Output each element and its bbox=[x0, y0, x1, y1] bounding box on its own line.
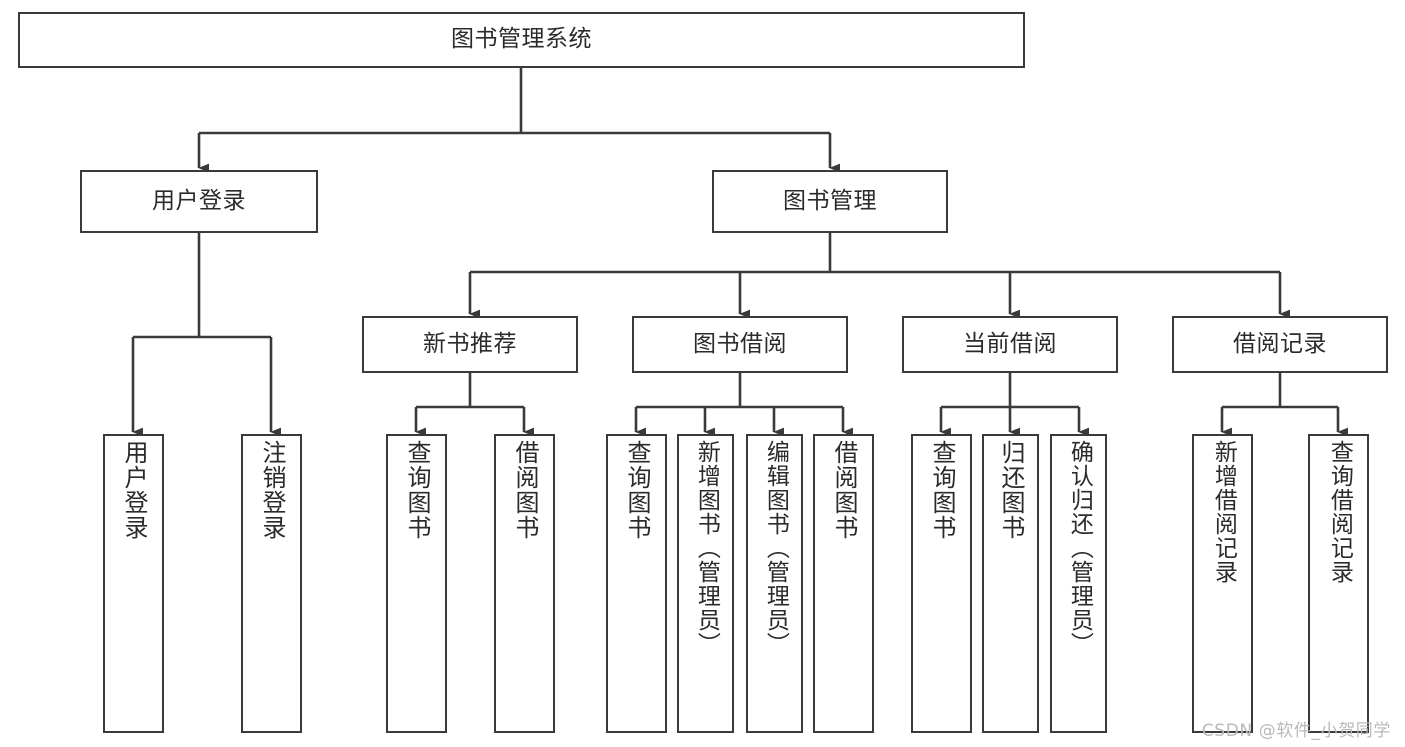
csdn-watermark: CSDN @软件_小贺同学 bbox=[1201, 721, 1391, 741]
node-label: 新增借阅记录 bbox=[1210, 440, 1237, 584]
node-label: 查询图书 bbox=[402, 440, 431, 540]
node-new-book-rec[interactable]: 新书推荐 bbox=[362, 316, 578, 373]
node-label: 归还图书 bbox=[996, 440, 1025, 540]
node-label: 新书推荐 bbox=[423, 330, 517, 357]
node-label: 借阅记录 bbox=[1233, 330, 1327, 357]
node-user-login[interactable]: 用户登录 bbox=[80, 170, 318, 233]
leaf-borrow-query[interactable]: 查询图书 bbox=[606, 434, 667, 733]
node-label: 图书借阅 bbox=[693, 330, 787, 357]
node-book-manage[interactable]: 图书管理 bbox=[712, 170, 948, 233]
leaf-rec-query[interactable]: 查询图书 bbox=[386, 434, 447, 733]
node-label: 用户登录 bbox=[152, 187, 246, 214]
leaf-user-logout[interactable]: 注销登录 bbox=[241, 434, 302, 733]
node-label: 新增图书（管理员） bbox=[693, 440, 720, 656]
node-label: 查询图书 bbox=[622, 440, 651, 540]
node-label: 图书管理 bbox=[783, 187, 877, 214]
leaf-borrow-edit[interactable]: 编辑图书（管理员） bbox=[746, 434, 803, 733]
leaf-user-login[interactable]: 用户登录 bbox=[103, 434, 164, 733]
leaf-cur-confirm[interactable]: 确认归还（管理员） bbox=[1050, 434, 1107, 733]
node-label: 注销登录 bbox=[257, 440, 286, 540]
leaf-cur-return[interactable]: 归还图书 bbox=[982, 434, 1039, 733]
node-label: 查询借阅记录 bbox=[1326, 440, 1353, 584]
leaf-borrow-do[interactable]: 借阅图书 bbox=[813, 434, 874, 733]
node-label: 查询图书 bbox=[927, 440, 956, 540]
leaf-cur-query[interactable]: 查询图书 bbox=[911, 434, 972, 733]
node-label: 借阅图书 bbox=[510, 440, 539, 540]
node-label: 当前借阅 bbox=[963, 330, 1057, 357]
leaf-borrow-add[interactable]: 新增图书（管理员） bbox=[677, 434, 734, 733]
node-borrow-record[interactable]: 借阅记录 bbox=[1172, 316, 1388, 373]
node-current-borrow[interactable]: 当前借阅 bbox=[902, 316, 1118, 373]
node-label: 用户登录 bbox=[119, 440, 148, 540]
node-label: 确认归还（管理员） bbox=[1066, 440, 1093, 656]
leaf-rec-borrow[interactable]: 借阅图书 bbox=[494, 434, 555, 733]
node-root-system[interactable]: 图书管理系统 bbox=[18, 12, 1025, 68]
node-book-borrow[interactable]: 图书借阅 bbox=[632, 316, 848, 373]
leaf-rec-search[interactable]: 查询借阅记录 bbox=[1308, 434, 1369, 733]
node-label: 编辑图书（管理员） bbox=[762, 440, 789, 656]
leaf-rec-add[interactable]: 新增借阅记录 bbox=[1192, 434, 1253, 733]
node-label: 图书管理系统 bbox=[451, 26, 592, 53]
node-label: 借阅图书 bbox=[829, 440, 858, 540]
